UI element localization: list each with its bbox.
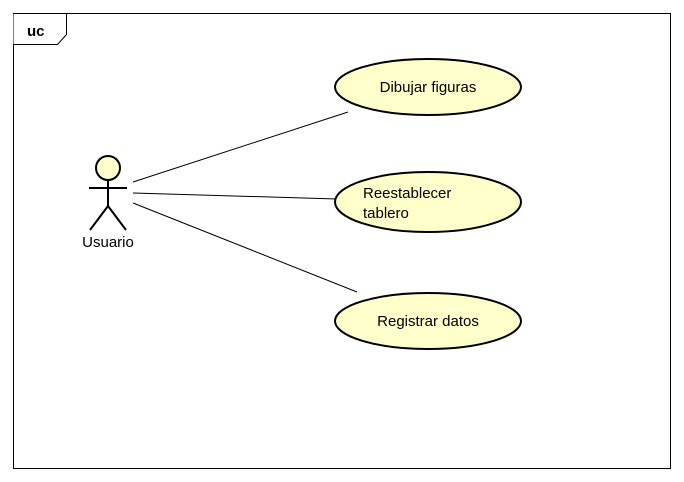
use-case-label-line-1: Reestablecer	[363, 185, 451, 202]
use-case-ellipse	[334, 292, 522, 350]
association-registrar	[132, 202, 358, 293]
use-case-ellipse	[334, 171, 522, 233]
use-case-label-line-2: tablero	[363, 205, 409, 222]
actor-left-leg	[89, 205, 109, 231]
use-case-reestablecer-tablero[interactable]: Reestablecer tablero	[334, 171, 522, 233]
actor-usuario[interactable]: Usuario	[82, 155, 134, 251]
association-dibujar	[132, 111, 349, 183]
use-case-registrar-datos[interactable]: Registrar datos	[334, 292, 522, 350]
frame-tab	[13, 13, 67, 45]
use-case-ellipse	[334, 58, 522, 116]
use-case-label: Dibujar figuras	[380, 79, 477, 96]
use-case-dibujar-figuras[interactable]: Dibujar figuras	[334, 58, 522, 116]
association-reestablecer	[132, 192, 338, 200]
actor-label: Usuario	[82, 234, 134, 251]
frame-label: uc	[27, 23, 45, 40]
actor-right-leg	[107, 205, 127, 231]
actor-head	[95, 155, 121, 181]
use-case-label: Registrar datos	[377, 313, 479, 330]
diagram-frame	[13, 13, 671, 469]
